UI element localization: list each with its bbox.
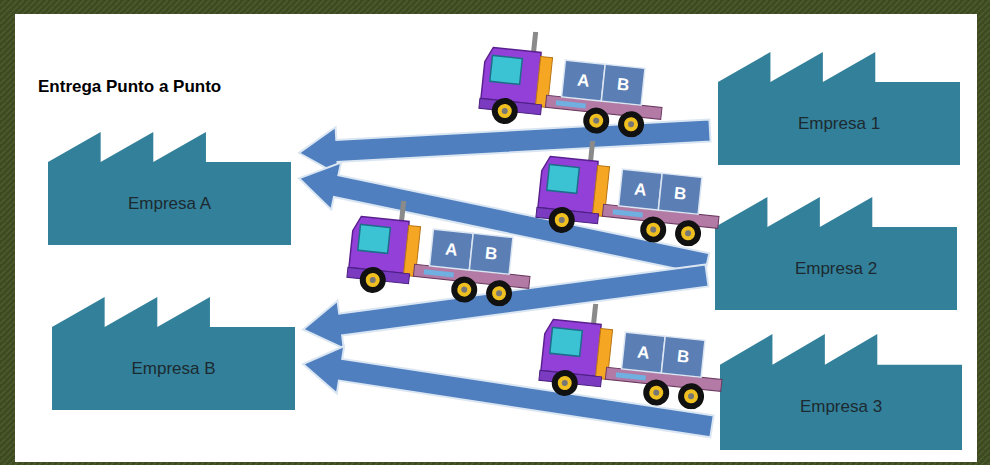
truck-drawing [531,135,730,249]
cargo-box-label: A [622,332,666,373]
cargo-box-label: A [430,229,474,270]
cargo-box-label: B [661,336,705,377]
truck-drawing [474,26,673,140]
node-label: Empresa B [131,359,215,379]
truck-illustration: AB [342,195,541,309]
truck-illustration: AB [531,135,730,249]
node-text-area: Empresa 1 [718,82,960,165]
factory-outline [52,295,295,410]
factory-node: Empresa B [52,295,295,410]
truck-illustration: AB [474,26,673,140]
factory-node: Empresa 3 [720,332,962,450]
factory-node: Empresa 2 [715,195,957,310]
node-text-area: Empresa A [48,162,291,245]
factory-outline [48,130,291,245]
node-text-area: Empresa 2 [715,227,957,310]
diagram-title: Entrega Punto a Punto [38,77,221,97]
node-label: Empresa 2 [795,259,877,279]
node-label: Empresa 1 [798,114,880,134]
node-label: Empresa 3 [800,397,882,417]
truck-illustration: AB [534,298,733,412]
factory-outline [715,195,957,310]
node-text-area: Empresa 3 [720,364,962,450]
factory-outline [718,50,960,165]
cargo-box-label: A [619,169,663,210]
factory-outline [720,332,962,450]
cargo-box-label: A [562,60,606,101]
cargo-box-label: B [469,233,513,274]
block-arrow [299,120,711,175]
cargo-box-label: B [601,64,645,105]
node-text-area: Empresa B [52,327,295,410]
block-arrow [299,163,709,275]
truck-drawing [534,298,733,412]
factory-node: Empresa 1 [718,50,960,165]
truck-drawing [342,195,541,309]
node-label: Empresa A [128,194,211,214]
factory-node: Empresa A [48,130,291,245]
cargo-box-label: B [658,173,702,214]
